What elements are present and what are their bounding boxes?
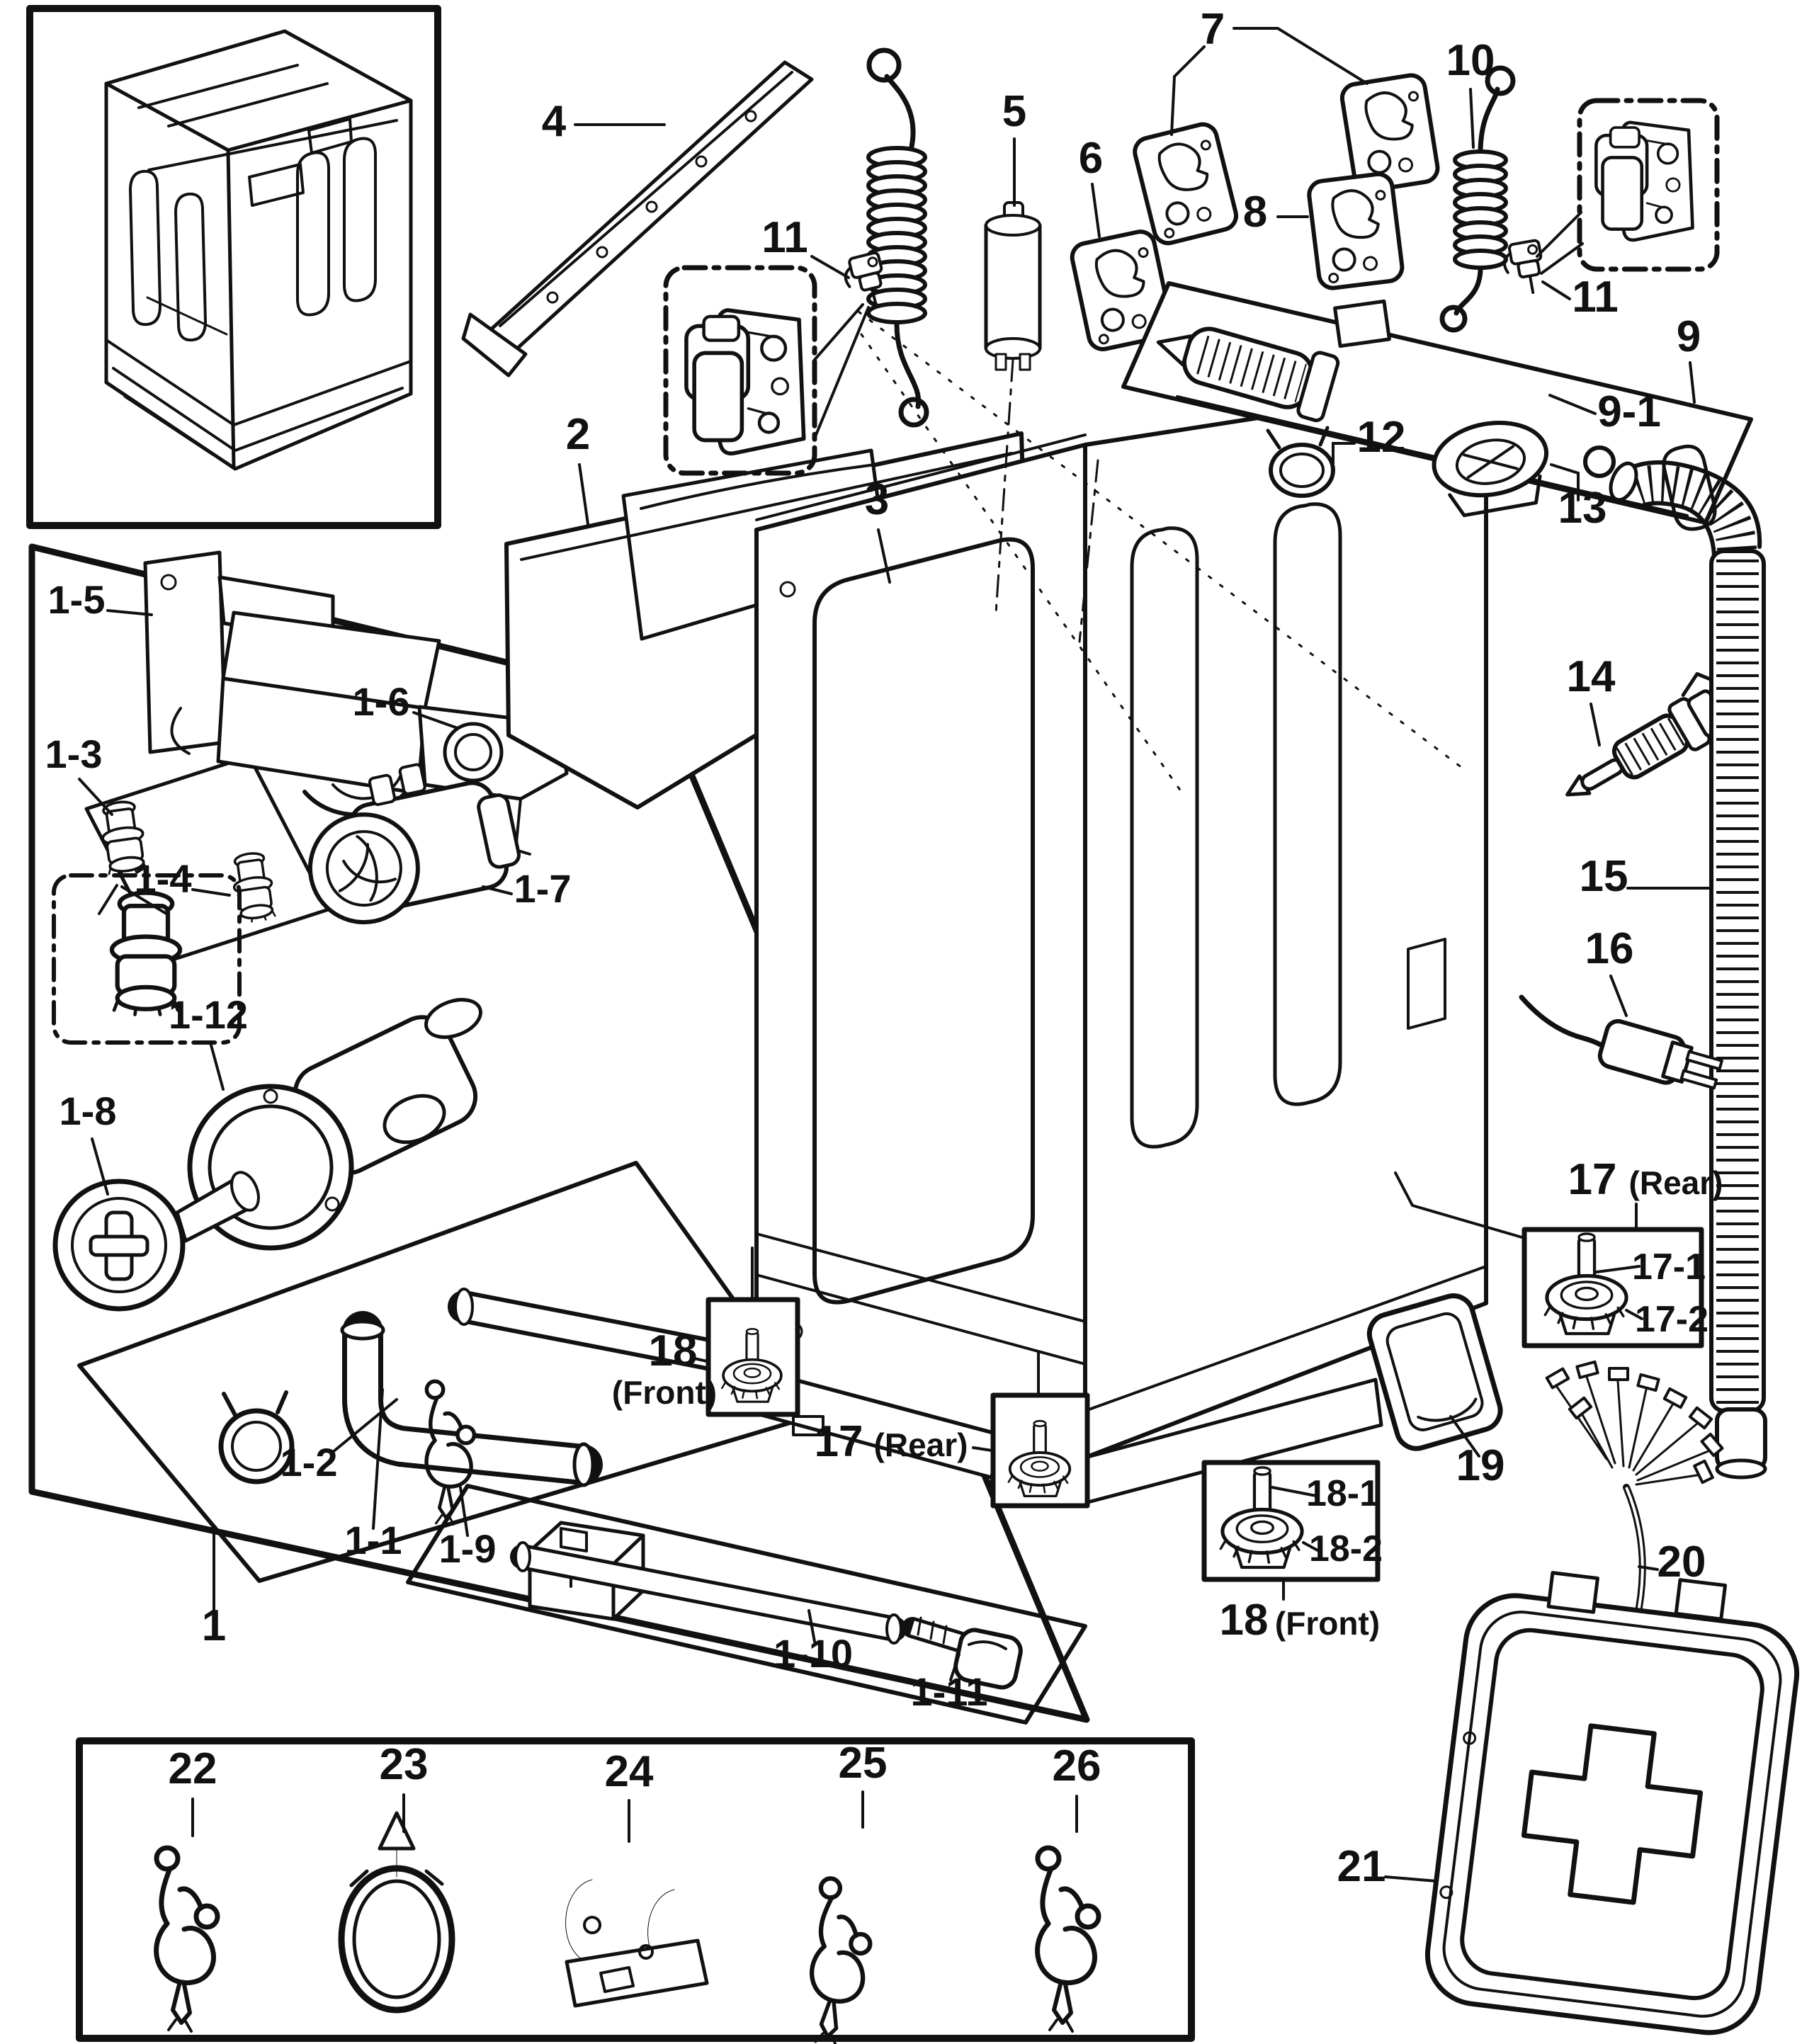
label-16: 16 — [1585, 924, 1634, 973]
foot-box-18-front-left — [706, 1297, 800, 1417]
label-1-1: 1-1 — [345, 1518, 402, 1562]
label-17-1: 17-1 — [1632, 1247, 1706, 1288]
label-1-11: 1-11 — [911, 1669, 988, 1714]
label-15: 15 — [1580, 852, 1628, 901]
duct-housing — [216, 611, 441, 817]
cabinet-front-frame-part-3 — [754, 433, 1087, 1460]
label-17-2: 17-2 — [1635, 1299, 1708, 1340]
capacitor-part-5 — [984, 201, 1042, 371]
label-20: 20 — [1658, 1538, 1706, 1586]
label-19: 19 — [1456, 1441, 1505, 1490]
handle-part-19 — [1366, 1293, 1503, 1451]
label-26: 26 — [1053, 1742, 1101, 1790]
label-24: 24 — [605, 1747, 654, 1796]
label-23: 23 — [380, 1740, 429, 1789]
damper-cap-part-13 — [1432, 420, 1549, 518]
label-9-1: 9-1 — [1597, 387, 1661, 436]
top-panel-part-9 — [1121, 281, 1753, 531]
label-5: 5 — [1002, 87, 1026, 136]
label-18-front-bottom-num: 18 — [1220, 1596, 1269, 1645]
pipe-part-1-10 — [510, 1541, 907, 1645]
label-11-left: 11 — [761, 213, 808, 262]
label-17-rear-right-suffix: (Rear) — [1629, 1164, 1723, 1201]
foot-box-17-rear-right — [1522, 1227, 1704, 1349]
label-1-10: 1-10 — [774, 1631, 853, 1676]
label-10: 10 — [1446, 36, 1495, 85]
label-9: 9 — [1677, 312, 1701, 361]
label-18-front-left-num: 18 — [649, 1327, 698, 1375]
cabinet-side-body — [1083, 380, 1488, 1460]
hose-clamp-left — [218, 1390, 295, 1484]
clamp-part-23 — [338, 1811, 455, 2014]
suspension-spring-left — [866, 47, 929, 428]
top-rail-part-4 — [461, 60, 814, 377]
door-lock-box-right — [1577, 98, 1720, 272]
leader-lines — [78, 27, 1711, 1883]
label-1-9: 1-9 — [439, 1526, 497, 1571]
label-1-3: 1-3 — [45, 732, 103, 776]
label-25: 25 — [839, 1739, 888, 1788]
label-3: 3 — [865, 475, 889, 524]
power-cord-part-16 — [1519, 994, 1723, 1090]
label-8: 8 — [1243, 188, 1267, 237]
label-1-6: 1-6 — [353, 679, 410, 724]
pipe-set-box — [406, 1484, 1087, 1725]
label-1-7: 1-7 — [514, 866, 572, 911]
label-22: 22 — [169, 1744, 217, 1793]
gasket-plate-8 — [1308, 173, 1404, 290]
label-17-rear-center-num: 17 — [815, 1417, 863, 1466]
label-17-rear-right-num: 17 — [1568, 1155, 1617, 1204]
label-1-2: 1-2 — [280, 1440, 338, 1484]
label-6: 6 — [1079, 134, 1103, 183]
guide-line — [994, 358, 1014, 615]
pump-motor-part-1-7 — [307, 763, 521, 925]
valve-detail-box — [52, 873, 242, 1045]
hose-clamp-part-12 — [1266, 426, 1335, 498]
label-1-5: 1-5 — [48, 577, 106, 622]
label-18-front-left-suffix: (Front) — [612, 1374, 717, 1411]
label-13: 13 — [1558, 484, 1607, 533]
label-7: 7 — [1201, 5, 1225, 54]
label-18-front-bottom-suffix: (Front) — [1275, 1605, 1380, 1642]
label-4: 4 — [542, 97, 567, 146]
rear-panel-part-21 — [1424, 1571, 1800, 2036]
label-11-right: 11 — [1572, 273, 1619, 322]
drain-hose-part-15 — [1583, 445, 1767, 1480]
connector-part-1-11 — [902, 1616, 1023, 1690]
label-18-1: 18-1 — [1306, 1473, 1380, 1514]
label-1-8: 1-8 — [60, 1089, 117, 1133]
label-17-rear-center-suffix: (Rear) — [874, 1426, 968, 1463]
guide-line — [1078, 459, 1099, 643]
label-1-4: 1-4 — [135, 856, 192, 901]
label-14: 14 — [1567, 652, 1616, 701]
label-1-12: 1-12 — [169, 992, 248, 1037]
label-18-2: 18-2 — [1309, 1528, 1383, 1569]
foot-box-18-front-bottom — [1201, 1460, 1381, 1582]
damper-shaft-part-14 — [1565, 672, 1729, 797]
label-1: 1 — [202, 1601, 226, 1650]
guide-line — [860, 333, 1186, 797]
foot-box-17-rear-center — [990, 1392, 1090, 1509]
suspension-spring-right — [1439, 65, 1516, 333]
label-21: 21 — [1337, 1842, 1386, 1891]
label-12: 12 — [1357, 413, 1406, 462]
holder-part-24 — [565, 1879, 709, 2008]
elbow-hose-part-1-2 — [340, 1311, 603, 1487]
drain-filter-part-1-8 — [52, 1171, 260, 1312]
inset-cabinet-frame — [26, 5, 441, 529]
door-lock-box-left — [663, 265, 817, 476]
bottom-clips-box — [76, 1737, 1195, 2044]
label-2: 2 — [566, 410, 590, 459]
